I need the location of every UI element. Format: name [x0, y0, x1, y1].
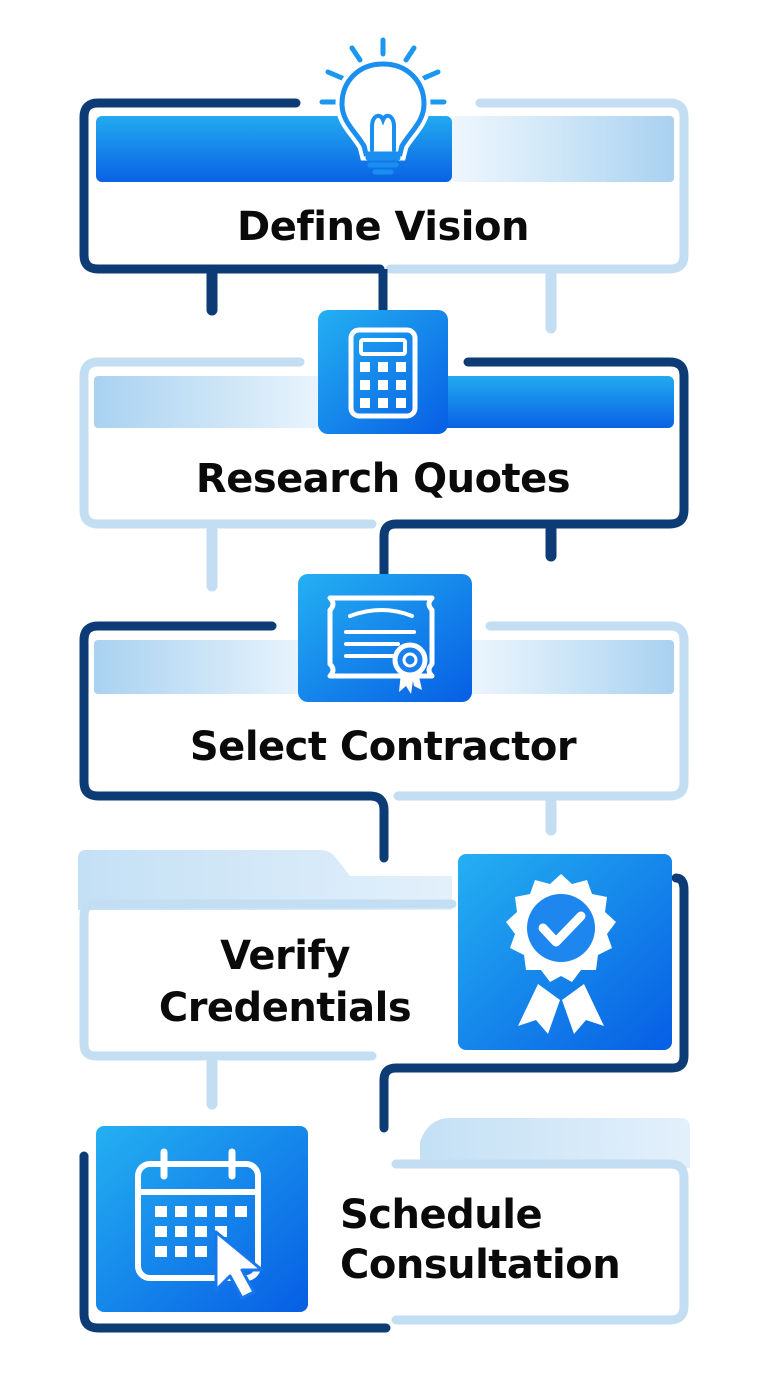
calculator-icon — [318, 310, 448, 434]
step-5-tab — [420, 1118, 690, 1168]
step-5-outline-dark — [79, 1151, 391, 1333]
step-4-label-line-2: Credentials — [158, 985, 412, 1031]
step-5-card — [79, 1118, 690, 1333]
step-1-card — [79, 98, 689, 334]
step-4-outline-light — [79, 899, 457, 1061]
step-1-header-bar-faded — [452, 116, 674, 182]
step-2-label: Research Quotes — [195, 456, 571, 502]
step-3-header-bar-right — [462, 640, 674, 694]
step-2-header-bar — [420, 376, 674, 428]
step-5-outline-light — [391, 1159, 689, 1325]
step-3-outline-light — [393, 621, 689, 801]
step-4-card — [78, 850, 689, 1133]
cursor-arrow-icon — [214, 1230, 264, 1300]
calendar-cursor-icon — [96, 1126, 308, 1312]
step-3-card — [79, 621, 689, 863]
step-2-header-bar-faded — [94, 376, 320, 428]
lightbulb-icon — [319, 37, 447, 175]
step-3-header-bar-left — [94, 640, 304, 694]
step-4-tab — [78, 850, 452, 910]
step-5-label-line-1: Schedule — [340, 1192, 543, 1238]
award-badge-check-icon — [458, 854, 672, 1050]
step-5-label-line-2: Consultation — [340, 1242, 621, 1288]
certificate-icon — [298, 574, 472, 702]
step-5-label: Schedule Consultation — [340, 1190, 670, 1290]
step-1-outline-dark — [79, 98, 385, 274]
step-1-label: Define Vision — [237, 204, 529, 250]
step-3-label: Select Contractor — [189, 724, 577, 770]
step-3-outline-dark — [79, 621, 389, 863]
step-2-outline-dark — [379, 357, 689, 587]
step-1-outline-light — [385, 98, 689, 274]
step-4-label: Verify Credentials — [120, 930, 450, 1034]
step-2-outline-light — [79, 357, 377, 529]
step-4-outline-dark — [379, 873, 689, 1133]
step-4-label-line-1: Verify — [220, 933, 350, 979]
step-2-card — [79, 357, 689, 592]
